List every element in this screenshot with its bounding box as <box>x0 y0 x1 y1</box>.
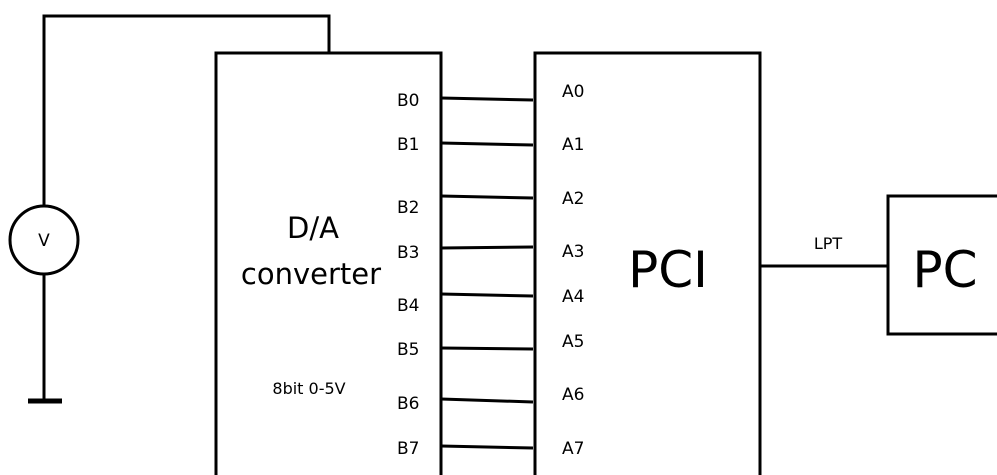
pc-box <box>886 194 997 336</box>
pin-label-a5: A5 <box>562 332 584 352</box>
wire-b7-a7 <box>440 444 534 450</box>
pin-label-b6: B6 <box>397 394 419 414</box>
converter-block: D/A converter 8bit 0-5V <box>214 51 443 475</box>
pin-label-a1: A1 <box>562 135 584 155</box>
pin-label-b3: B3 <box>397 243 419 263</box>
converter-title: D/A <box>287 211 339 245</box>
wire-b1-a1 <box>440 141 534 147</box>
converter-box <box>214 51 443 475</box>
wire-b5-a5 <box>440 346 534 351</box>
wire-b6-a6 <box>440 397 534 404</box>
pin-label-b5: B5 <box>397 340 419 360</box>
pc-label: PC <box>912 241 977 299</box>
a-pin-labels: A0 A1 A2 A3 A4 A5 A6 A7 <box>562 82 584 459</box>
b-pin-labels: B0 B1 B2 B3 B4 B5 B6 B7 <box>397 91 419 459</box>
pin-label-a0: A0 <box>562 82 584 102</box>
pin-label-a7: A7 <box>562 439 584 459</box>
pin-label-b1: B1 <box>397 135 419 155</box>
pin-label-a4: A4 <box>562 287 584 307</box>
converter-spec: 8bit 0-5V <box>272 379 345 398</box>
pin-label-b0: B0 <box>397 91 419 111</box>
voltmeter-symbol: V <box>38 231 50 251</box>
wire-top <box>42 14 331 206</box>
pin-label-b2: B2 <box>397 198 419 218</box>
wire-b0-a0 <box>440 96 534 102</box>
converter-subtitle: converter <box>241 257 381 291</box>
wire-b3-a3 <box>440 245 534 250</box>
pin-label-a3: A3 <box>562 242 584 262</box>
pci-label: PCI <box>628 241 708 299</box>
voltmeter: V <box>8 204 80 276</box>
pin-label-a6: A6 <box>562 385 584 405</box>
pci-box <box>533 51 762 475</box>
pc-block: PC <box>886 194 997 336</box>
pin-label-a2: A2 <box>562 189 584 209</box>
lpt-label: LPT <box>814 234 843 253</box>
wire-b4-a4 <box>440 292 534 298</box>
pin-label-b4: B4 <box>397 296 419 316</box>
pin-wires <box>440 96 534 450</box>
pci-block: PCI <box>533 51 762 475</box>
wire-b2-a2 <box>440 194 534 200</box>
pin-label-b7: B7 <box>397 439 419 459</box>
